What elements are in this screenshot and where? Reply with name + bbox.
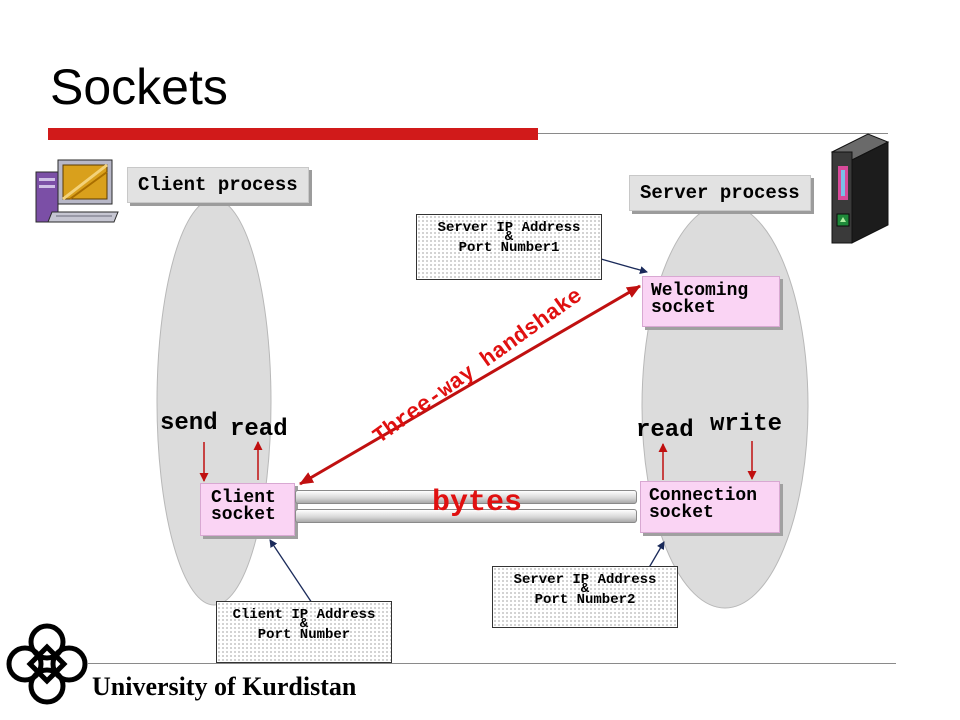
server-tower-icon bbox=[830, 133, 890, 244]
write-label: write bbox=[710, 411, 783, 438]
server-read-label: read bbox=[636, 417, 694, 444]
ampersand: & bbox=[299, 616, 309, 632]
welcoming-socket-line2: socket bbox=[651, 298, 716, 318]
university-name: University of Kurdistan bbox=[92, 672, 357, 701]
client-socket: Client socket bbox=[200, 483, 295, 536]
server-process-ellipse bbox=[641, 203, 809, 609]
server-addr1-pointer bbox=[600, 258, 648, 274]
client-socket-line2: socket bbox=[211, 505, 276, 525]
ampersand: & bbox=[580, 581, 590, 597]
title-rule bbox=[538, 133, 888, 134]
university-logo-icon bbox=[6, 623, 88, 705]
connection-pipe-bottom bbox=[295, 509, 637, 523]
client-addr-pointer bbox=[269, 539, 313, 604]
footer-rule bbox=[88, 663, 896, 664]
server-address-line: Server IP Address bbox=[437, 220, 581, 236]
client-process-label: Client process bbox=[127, 167, 309, 203]
send-label: send bbox=[160, 410, 218, 437]
connection-socket-line2: socket bbox=[649, 503, 714, 523]
client-address-line: Client IP Address bbox=[232, 607, 376, 623]
port-number-line: Port Number2 bbox=[534, 592, 636, 608]
connection-pipe-top bbox=[295, 490, 637, 504]
client-address-box: Client IP Address & Port Number bbox=[216, 601, 392, 663]
slide-title: Sockets bbox=[50, 59, 228, 115]
server-address-line: Server IP Address bbox=[513, 572, 657, 588]
title-accent-bar bbox=[48, 128, 538, 140]
welcoming-socket-line1: Welcoming bbox=[651, 281, 749, 301]
handshake-arrow bbox=[299, 284, 641, 486]
ampersand: & bbox=[504, 229, 514, 245]
client-process-ellipse bbox=[156, 198, 272, 606]
port-number-line: Port Number1 bbox=[458, 240, 560, 256]
connection-socket-line1: Connection bbox=[649, 486, 758, 506]
port-number-line: Port Number bbox=[257, 627, 351, 643]
client-socket-line1: Client bbox=[211, 488, 276, 508]
bytes-label: bytes bbox=[432, 486, 523, 520]
server-address-box-1: Server IP Address & Port Number1 bbox=[416, 214, 602, 280]
desktop-computer-icon bbox=[35, 159, 119, 223]
connection-socket: Connection socket bbox=[640, 481, 780, 533]
welcoming-socket: Welcoming socket bbox=[642, 276, 780, 327]
server-process-label: Server process bbox=[629, 175, 811, 211]
server-address-box-2: Server IP Address & Port Number2 bbox=[492, 566, 678, 628]
client-read-label: read bbox=[230, 416, 288, 443]
